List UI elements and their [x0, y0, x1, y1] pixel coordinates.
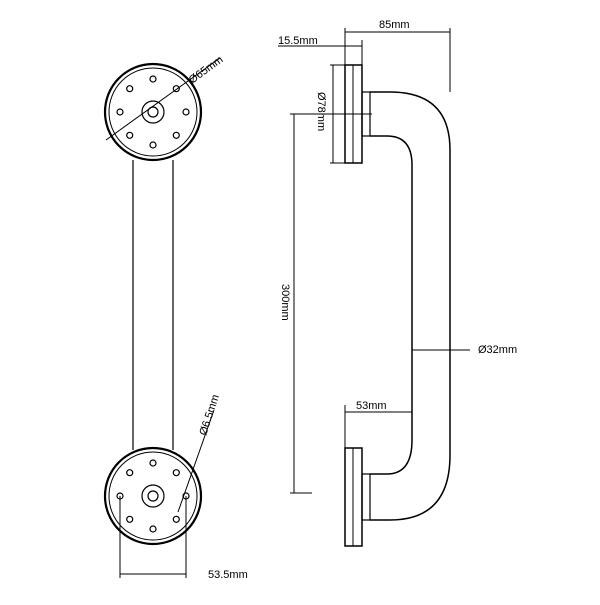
dia6-5-label: Ø6.5mm [197, 393, 221, 437]
top-flange [103, 57, 221, 162]
dim-53 [344, 405, 413, 448]
side-view [278, 28, 470, 547]
top-flange-center-hole [147, 106, 159, 118]
side-tube-outer [370, 91, 451, 521]
dim-300-label: 300mm [279, 284, 291, 321]
dia65-leader [105, 57, 221, 141]
side-bottom-flange [344, 447, 371, 547]
bottom-flange [103, 409, 215, 546]
width-dimension [119, 496, 187, 578]
bottom-flange-inner-ring [108, 451, 198, 541]
bottom-flange-outer-ring [103, 446, 203, 546]
top-flange-holes [116, 75, 190, 149]
side-tube-inner [370, 135, 413, 475]
dim-300 [290, 113, 372, 494]
dim-78-label: Ø78mm [315, 92, 327, 131]
dim-85-label: 85mm [379, 19, 410, 31]
dia65-label: Ø65mm [187, 54, 226, 87]
top-flange-inner-ring [108, 67, 198, 157]
bottom-flange-center-hole [147, 490, 159, 502]
front-view [103, 57, 221, 578]
bottom-flange-holes [116, 459, 190, 533]
bottom-flange-center-boss [141, 484, 165, 508]
dim-32-label: Ø32mm [478, 344, 517, 356]
width-53-5-label: 53.5mm [208, 569, 248, 581]
dia65-hole-leader [177, 409, 215, 513]
dim-53-label: 53mm [356, 400, 387, 412]
top-flange-center-boss [141, 100, 165, 124]
dim-85 [344, 28, 451, 92]
dim-15-5-label: 15.5mm [278, 35, 318, 47]
dim-15-5 [278, 40, 363, 65]
front-bar [132, 160, 174, 450]
top-flange-outer-ring [103, 62, 203, 162]
